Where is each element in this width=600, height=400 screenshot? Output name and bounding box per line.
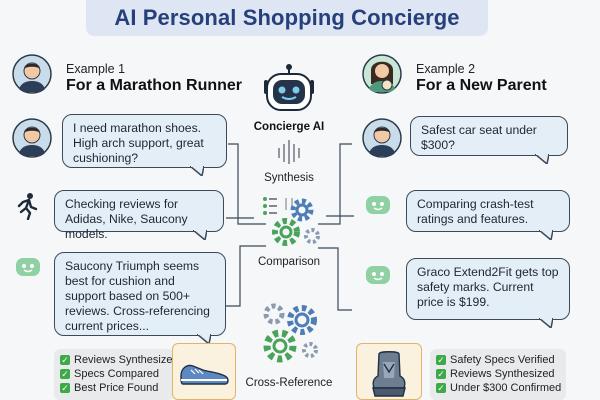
- stage-synthesis-label: Synthesis: [264, 172, 314, 184]
- runner-checklist: ✓ Reviews Synthesized ✓ Specs Compared ✓ Be…: [54, 349, 179, 400]
- parent-user-message: Safest car seat under $300?: [410, 116, 568, 164]
- flow-connectors: [226, 143, 354, 311]
- example-1-title: For a Marathon Runner: [66, 77, 243, 94]
- checklist-item: ✓ Specs Compared: [60, 367, 168, 381]
- car-seat-frame: [356, 343, 422, 400]
- parent-user-avatar-icon: [362, 118, 402, 158]
- running-person-icon: [17, 193, 38, 220]
- bubble-tail-icon: [539, 230, 553, 240]
- checklist-item: ✓ Safety Specs Verified: [436, 353, 560, 367]
- checklist-item-label: Reviews Synthesized: [450, 368, 555, 380]
- bubble-tail-icon: [539, 318, 553, 328]
- runner-user-message: I need marathon shoes. High arch support…: [62, 114, 227, 176]
- bubble-tail-icon: [535, 154, 549, 164]
- checklist-item: ✓ Reviews Synthesized: [60, 353, 179, 367]
- runner-user-message-text: I need marathon shoes. High arch support…: [73, 121, 204, 165]
- checklist-item-label: Safety Specs Verified: [450, 354, 555, 366]
- runner-ai-message-1: Checking reviews for Adidas, Nike, Sauco…: [54, 190, 224, 241]
- page-title: AI Personal Shopping Concierge: [114, 5, 460, 30]
- parent-ai-message-2: Graco Extend2Fit gets top safety marks. …: [406, 258, 570, 328]
- robot-face-icon: [366, 196, 390, 214]
- bubble-tail-icon: [197, 334, 211, 344]
- checklist-item: ✓ Best Price Found: [60, 381, 168, 395]
- runner-ai-message-2: Saucony Triumph seems best for cushion a…: [54, 252, 226, 344]
- checklist-item-label: Reviews Synthesized: [74, 354, 179, 366]
- checkmark-icon: ✓: [436, 369, 446, 379]
- parent-avatar-icon: [362, 54, 402, 94]
- concierge-name: Concierge AI: [253, 121, 325, 133]
- checklist-item: ✓ Reviews Synthesized: [436, 367, 560, 381]
- example-1-label: Example 1: [66, 62, 126, 76]
- parent-checklist: ✓ Safety Specs Verified ✓ Reviews Synthesi…: [430, 349, 566, 400]
- bubble-tail-icon: [190, 166, 204, 176]
- checklist-item-label: Specs Compared: [74, 368, 159, 380]
- concierge-robot-icon: [264, 64, 314, 111]
- title-banner: AI Personal Shopping Concierge: [86, 0, 488, 36]
- running-shoe-icon: [180, 364, 229, 385]
- gears-icon: [272, 198, 320, 246]
- stage-cross-reference-label: Cross-Reference: [245, 377, 333, 389]
- running-shoe-frame: [172, 343, 236, 400]
- example-2-label: Example 2: [416, 62, 476, 76]
- checklist-item-label: Under $300 Confirmed: [450, 382, 562, 394]
- checkmark-icon: ✓: [60, 383, 70, 393]
- signal-lines-icon: [278, 140, 300, 164]
- robot-face-icon: [366, 266, 390, 284]
- checkmark-icon: ✓: [436, 383, 446, 393]
- checklist-item: ✓ Under $300 Confirmed: [436, 381, 562, 395]
- example-2-title: For a New Parent: [416, 77, 547, 94]
- runner-avatar-icon: [12, 54, 52, 94]
- stage-comparison-label: Comparison: [258, 256, 320, 268]
- checkmark-icon: ✓: [60, 355, 70, 365]
- parent-user-message-text: Safest car seat under $300?: [421, 123, 537, 152]
- robot-face-icon: [16, 258, 40, 276]
- parent-ai-message-1: Comparing crash-test ratings and feature…: [406, 190, 570, 240]
- bubble-tail-icon: [193, 230, 207, 240]
- list-lines-icon: [263, 197, 277, 215]
- car-seat-icon: [372, 351, 406, 397]
- parent-ai-message-1-text: Comparing crash-test ratings and feature…: [417, 197, 534, 226]
- checkmark-icon: ✓: [436, 355, 446, 365]
- gears-cluster-icon: [263, 303, 318, 363]
- runner-ai-message-2-text: Saucony Triumph seems best for cushion a…: [65, 259, 210, 333]
- runner-ai-message-1-text: Checking reviews for Adidas, Nike, Sauco…: [65, 197, 188, 241]
- checklist-item-label: Best Price Found: [74, 382, 159, 394]
- runner-user-avatar-icon: [12, 118, 52, 158]
- parent-ai-message-2-text: Graco Extend2Fit gets top safety marks. …: [417, 265, 559, 309]
- checkmark-icon: ✓: [60, 369, 70, 379]
